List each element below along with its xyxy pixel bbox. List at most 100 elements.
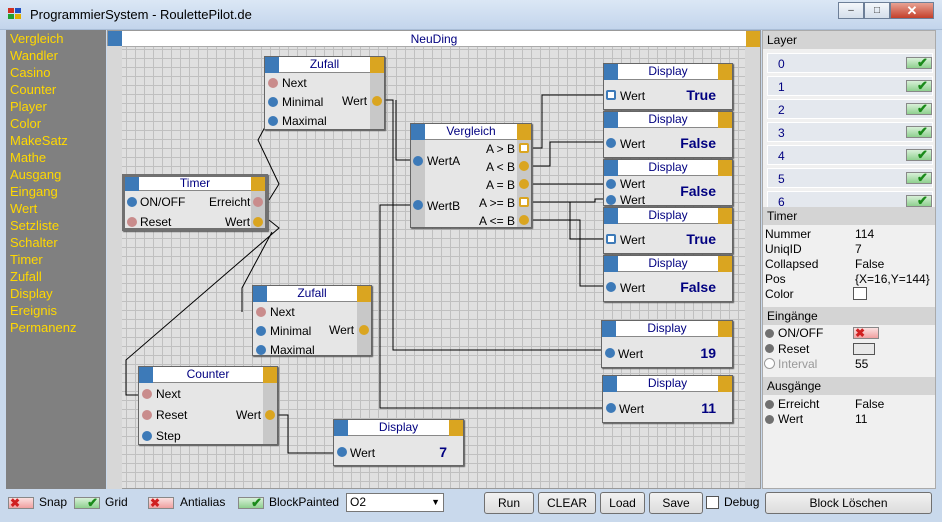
vergleich-block[interactable]: Vergleich WertA WertB A > B A < B A = B …: [410, 123, 532, 228]
output-port-wert[interactable]: [253, 217, 263, 227]
counter-block[interactable]: Counter Next Reset Step Wert: [138, 366, 278, 445]
output-port-ge[interactable]: [519, 197, 529, 207]
layer-visible-checkbox[interactable]: ✔: [906, 78, 932, 93]
display-block[interactable]: Display Wert 19: [601, 320, 733, 368]
input-port-wert[interactable]: [606, 195, 616, 205]
layer-visible-checkbox[interactable]: ✔: [906, 193, 932, 208]
input-port-wert[interactable]: [606, 403, 616, 413]
output-port-wert[interactable]: [372, 96, 382, 106]
layer-row[interactable]: 0✔: [767, 53, 933, 73]
input-port-reset[interactable]: [127, 217, 137, 227]
palette-item[interactable]: Ereignis: [10, 303, 57, 318]
port-label: Wert: [620, 137, 646, 151]
save-button[interactable]: Save: [649, 492, 703, 514]
layer-visible-checkbox[interactable]: ✔: [906, 147, 932, 162]
reset-button[interactable]: [853, 343, 875, 355]
palette-item[interactable]: Wandler: [10, 48, 58, 63]
input-port-wert[interactable]: [606, 234, 616, 244]
grid-toggle[interactable]: ✔: [74, 495, 100, 510]
minimize-button[interactable]: –: [838, 2, 864, 19]
timer-block[interactable]: Timer ON/OFF Reset Erreicht Wert: [122, 174, 268, 231]
maximize-button[interactable]: □: [864, 2, 890, 19]
canvas-right-scrollbar[interactable]: [745, 47, 760, 488]
output-port-erreicht[interactable]: [253, 197, 263, 207]
palette-item[interactable]: Permanenz: [10, 320, 77, 335]
input-port-wert[interactable]: [605, 348, 615, 358]
load-button[interactable]: Load: [600, 492, 645, 514]
canvas-left-scrollbar[interactable]: [107, 46, 122, 489]
layer-visible-checkbox[interactable]: ✔: [906, 101, 932, 116]
layer-row[interactable]: 3✔: [767, 122, 933, 142]
palette-item[interactable]: Wert: [10, 201, 38, 216]
layer-visible-checkbox[interactable]: ✔: [906, 124, 932, 139]
display-block[interactable]: Display Wert Wert False: [603, 159, 733, 207]
output-port-eq[interactable]: [519, 179, 529, 189]
input-port-next[interactable]: [142, 389, 152, 399]
output-port-le[interactable]: [519, 215, 529, 225]
zufall-block-2[interactable]: Zufall Next Minimal Maximal Wert: [252, 285, 372, 357]
input-port-werta[interactable]: [413, 156, 423, 166]
palette-item[interactable]: Timer: [10, 252, 43, 267]
display-block-bottom[interactable]: Display Wert 7: [333, 419, 464, 466]
close-button[interactable]: ✕: [890, 2, 934, 19]
delete-block-button[interactable]: Block Löschen: [765, 492, 932, 514]
palette-item[interactable]: Color: [10, 116, 42, 131]
interval-radio[interactable]: [764, 358, 775, 369]
display-block[interactable]: Display Wert True: [603, 63, 733, 110]
snap-toggle[interactable]: ✖: [8, 496, 34, 510]
property-value[interactable]: {X=16,Y=144}: [855, 272, 930, 286]
palette-item[interactable]: Display: [10, 286, 53, 301]
palette-item[interactable]: Schalter: [10, 235, 58, 250]
input-port-next[interactable]: [268, 78, 278, 88]
layer-visible-checkbox[interactable]: ✔: [906, 170, 932, 185]
input-port-wert[interactable]: [606, 138, 616, 148]
output-port-lt[interactable]: [519, 161, 529, 171]
palette-item[interactable]: Casino: [10, 65, 51, 80]
color-swatch[interactable]: [853, 287, 867, 300]
display-block[interactable]: Display Wert False: [603, 255, 733, 302]
blockpainted-toggle[interactable]: ✔: [238, 495, 264, 510]
input-port-minimal[interactable]: [268, 97, 278, 107]
output-port-wert[interactable]: [265, 410, 275, 420]
palette-item[interactable]: Mathe: [10, 150, 47, 165]
output-port-wert[interactable]: [359, 325, 369, 335]
input-port-onoff[interactable]: [127, 197, 137, 207]
palette-item[interactable]: Player: [10, 99, 47, 114]
layer-visible-checkbox[interactable]: ✔: [906, 55, 932, 70]
layer-row[interactable]: 4✔: [767, 145, 933, 165]
input-port-wert[interactable]: [606, 179, 616, 189]
input-port-maximal[interactable]: [268, 116, 278, 126]
layer-row[interactable]: 6✔: [767, 191, 933, 211]
palette-item[interactable]: Ausgang: [10, 167, 62, 182]
input-value: 55: [855, 357, 869, 371]
zufall-block-1[interactable]: Zufall Next Minimal Maximal Wert: [264, 56, 385, 130]
input-port-reset[interactable]: [142, 410, 152, 420]
palette-item[interactable]: Counter: [10, 82, 57, 97]
input-port-wert[interactable]: [606, 282, 616, 292]
antialias-toggle[interactable]: ✖: [148, 496, 174, 510]
palette-item[interactable]: Vergleich: [10, 31, 64, 46]
debug-checkbox[interactable]: [706, 496, 719, 509]
layer-row[interactable]: 1✔: [767, 76, 933, 96]
clear-button[interactable]: CLEAR: [538, 492, 596, 514]
palette-item[interactable]: Setzliste: [10, 218, 60, 233]
output-port-gt[interactable]: [519, 143, 529, 153]
display-block[interactable]: Display Wert True: [603, 207, 733, 254]
input-port-step[interactable]: [142, 431, 152, 441]
input-port-minimal[interactable]: [256, 326, 266, 336]
input-port-maximal[interactable]: [256, 345, 266, 355]
onoff-toggle[interactable]: ✖: [853, 326, 879, 340]
palette-item[interactable]: Eingang: [10, 184, 58, 199]
input-port-next[interactable]: [256, 307, 266, 317]
layer-select[interactable]: O2▼: [346, 493, 444, 512]
layer-row[interactable]: 5✔: [767, 168, 933, 188]
input-port-wertb[interactable]: [413, 200, 423, 210]
run-button[interactable]: Run: [484, 492, 534, 514]
input-port-wert[interactable]: [337, 447, 347, 457]
input-port-wert[interactable]: [606, 90, 616, 100]
display-block[interactable]: Display Wert False: [603, 111, 733, 158]
display-block[interactable]: Display Wert 11: [602, 375, 733, 423]
layer-row[interactable]: 2✔: [767, 99, 933, 119]
palette-item[interactable]: Zufall: [10, 269, 42, 284]
palette-item[interactable]: MakeSatz: [10, 133, 68, 148]
